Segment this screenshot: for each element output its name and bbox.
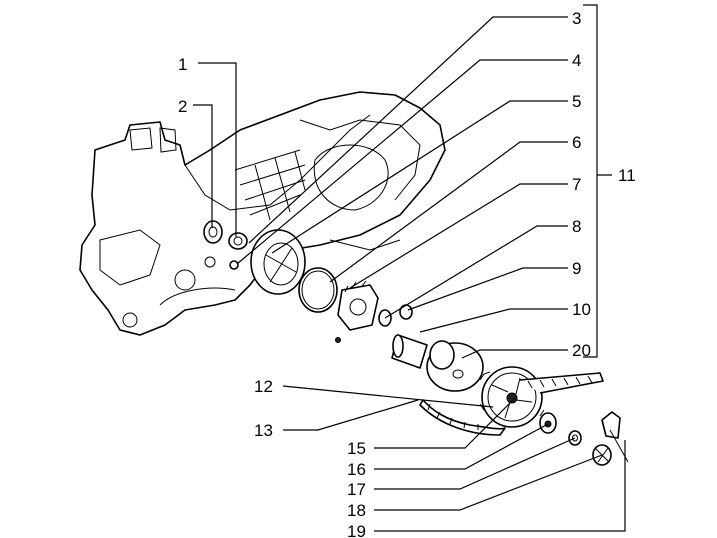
callout-17: 17 — [347, 480, 366, 499]
callout-19: 19 — [347, 522, 366, 538]
callout-7: 7 — [572, 175, 581, 194]
callout-10: 10 — [572, 300, 591, 319]
part-1-bushing — [228, 232, 248, 250]
crankcase-housing — [79, 91, 446, 336]
part-16-clutch-nut — [539, 412, 557, 434]
callout-20: 20 — [572, 341, 591, 360]
callout-16: 16 — [347, 460, 366, 479]
part-7-variator-drive — [335, 280, 379, 343]
callout-2: 2 — [178, 97, 187, 116]
callout-labels: 1 2 3 4 5 6 7 8 9 10 11 12 13 15 16 17 1… — [178, 9, 636, 538]
part-6-o-ring — [298, 267, 338, 313]
part-2-bearing — [203, 220, 223, 244]
callout-5: 5 — [572, 92, 581, 111]
callout-11: 11 — [618, 166, 636, 185]
callout-3: 3 — [572, 9, 581, 28]
part-12-belt — [419, 372, 604, 436]
part-15-driven-pulley — [479, 366, 546, 428]
part-5-cover-plate — [250, 229, 306, 295]
callout-1: 1 — [178, 55, 187, 74]
leader-lines — [193, 4, 626, 532]
part-8-spring-ring — [378, 304, 413, 327]
part-4-pin — [229, 260, 239, 270]
callout-15: 15 — [347, 439, 366, 458]
callout-9: 9 — [572, 259, 581, 278]
callout-13: 13 — [254, 421, 273, 440]
callout-4: 4 — [572, 51, 581, 70]
callout-18: 18 — [347, 501, 366, 520]
part-10-sleeve — [391, 334, 428, 369]
callout-8: 8 — [572, 217, 581, 236]
callout-6: 6 — [572, 133, 581, 152]
part-20-pulley-half — [426, 340, 484, 392]
part-19-bracket — [601, 411, 629, 463]
callout-12: 12 — [254, 377, 273, 396]
